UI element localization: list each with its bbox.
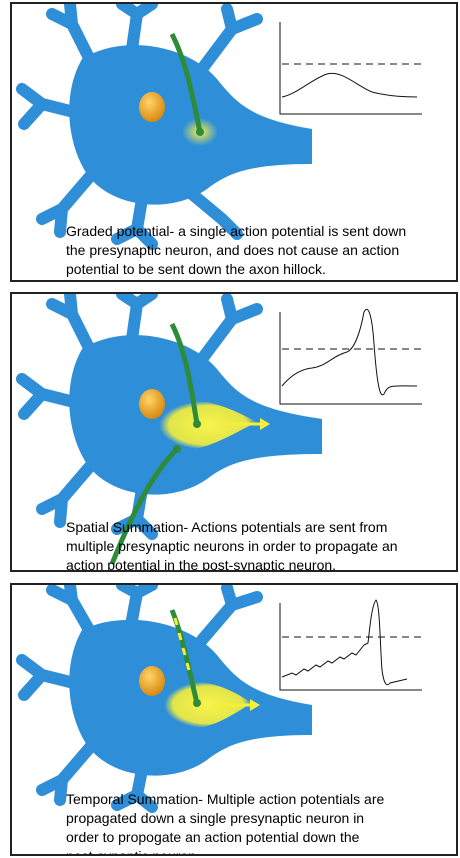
graded-potential-trace [282, 73, 417, 97]
caption-line: post-synaptic neuron [66, 847, 446, 856]
axon-terminal [193, 699, 201, 707]
membrane-potential-graph [280, 22, 424, 114]
caption-line: order to propogate an action potential d… [66, 828, 446, 847]
caption-line: potential to be sent down the axon hillo… [66, 260, 446, 279]
axon-terminal [196, 128, 204, 136]
panel-temporal-summation: Temporal Summation- Multiple action pote… [10, 583, 458, 856]
axon-terminal [173, 445, 181, 453]
caption-line: propagated down a single presynaptic neu… [66, 809, 446, 828]
nucleus [139, 666, 165, 696]
graded-potential-caption: Graded potential- a single action potent… [66, 222, 446, 279]
nucleus [139, 389, 165, 419]
nucleus [139, 92, 165, 122]
caption-line: multiple presynaptic neurons in order to… [66, 537, 446, 556]
temporal-summation-trace [282, 600, 407, 685]
caption-line: the presynaptic neuron, and does not cau… [66, 241, 446, 260]
temporal-summation-caption: Temporal Summation- Multiple action pote… [66, 790, 446, 856]
panel-spatial-summation: Spatial Summation- Actions potentials ar… [10, 292, 458, 572]
membrane-potential-graph [280, 600, 424, 690]
axon-terminal [193, 420, 201, 428]
panel-graded-potential: Graded potential- a single action potent… [10, 2, 458, 282]
caption-line: action potential in the post-synaptic ne… [66, 556, 446, 572]
neuron-cell-body [22, 4, 312, 244]
spatial-summation-caption: Spatial Summation- Actions potentials ar… [66, 518, 446, 572]
caption-line: Temporal Summation- Multiple action pote… [66, 790, 446, 809]
caption-line: Spatial Summation- Actions potentials ar… [66, 518, 446, 537]
membrane-potential-graph [280, 309, 424, 404]
action-potential-trace [282, 309, 417, 395]
caption-line: Graded potential- a single action potent… [66, 222, 446, 241]
